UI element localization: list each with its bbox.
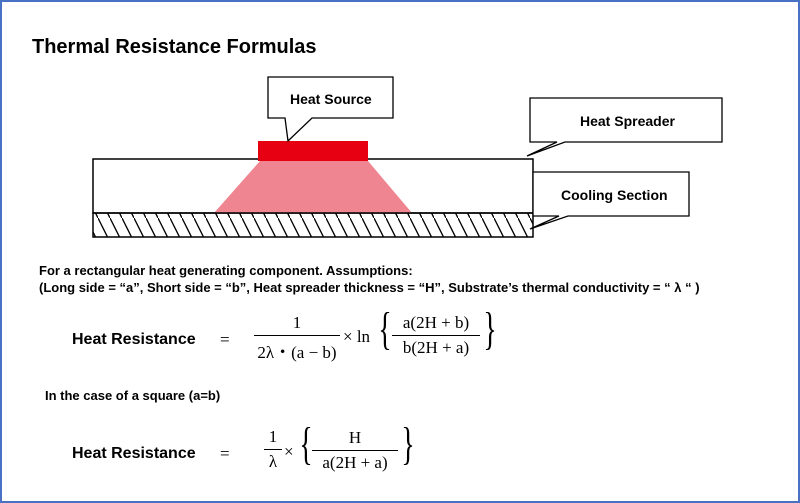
right-brace-icon: } bbox=[483, 303, 497, 354]
formula1-inner-fraction: a(2H + b) b(2H + a) bbox=[392, 313, 480, 358]
left-brace-icon: { bbox=[378, 303, 392, 354]
formula2-inner-numerator: H bbox=[312, 428, 398, 451]
cooling-section-body bbox=[92, 212, 534, 238]
formula2-numerator: 1 bbox=[264, 427, 282, 450]
formula2-fraction: 1 λ bbox=[264, 427, 282, 472]
formula2-label: Heat Resistance bbox=[72, 445, 196, 462]
formula2-times: × bbox=[284, 442, 294, 461]
left-brace-icon: { bbox=[299, 418, 313, 469]
page-title: Thermal Resistance Formulas bbox=[32, 36, 317, 58]
cooling-section-label: Cooling Section bbox=[561, 187, 668, 203]
heat-spreader-label: Heat Spreader bbox=[580, 113, 675, 129]
formula2-inner-fraction: H a(2H + a) bbox=[312, 428, 398, 473]
heat-source-callout bbox=[267, 76, 394, 143]
assumptions-line-2: (Long side = “a”, Short side = “b”, Heat… bbox=[39, 280, 700, 295]
heat-source-block bbox=[258, 141, 368, 161]
formula2-inner-denominator: a(2H + a) bbox=[322, 453, 388, 472]
heat-spread-zone bbox=[214, 161, 412, 213]
formula1-inner-denominator: b(2H + a) bbox=[402, 338, 470, 357]
formula1-numerator: 1 bbox=[254, 313, 340, 336]
assumptions-line-1: For a rectangular heat generating compon… bbox=[39, 263, 413, 278]
cooling-section-callout bbox=[529, 171, 690, 230]
formula2-equals: = bbox=[220, 444, 230, 463]
heat-spreader-callout bbox=[526, 97, 723, 157]
formula1-times-ln: × ln bbox=[343, 327, 371, 346]
formula1-label: Heat Resistance bbox=[72, 331, 196, 348]
right-brace-icon: } bbox=[401, 418, 415, 469]
formula1-denominator: 2λ・(a − b) bbox=[257, 343, 337, 362]
formula1-inner-numerator: a(2H + b) bbox=[392, 313, 480, 336]
square-case-note: In the case of a square (a=b) bbox=[45, 388, 221, 403]
formula1-fraction: 1 2λ・(a − b) bbox=[254, 313, 340, 363]
formula1-equals: = bbox=[220, 330, 230, 349]
formula2-denominator: λ bbox=[268, 452, 278, 471]
heat-source-label: Heat Source bbox=[290, 91, 372, 107]
